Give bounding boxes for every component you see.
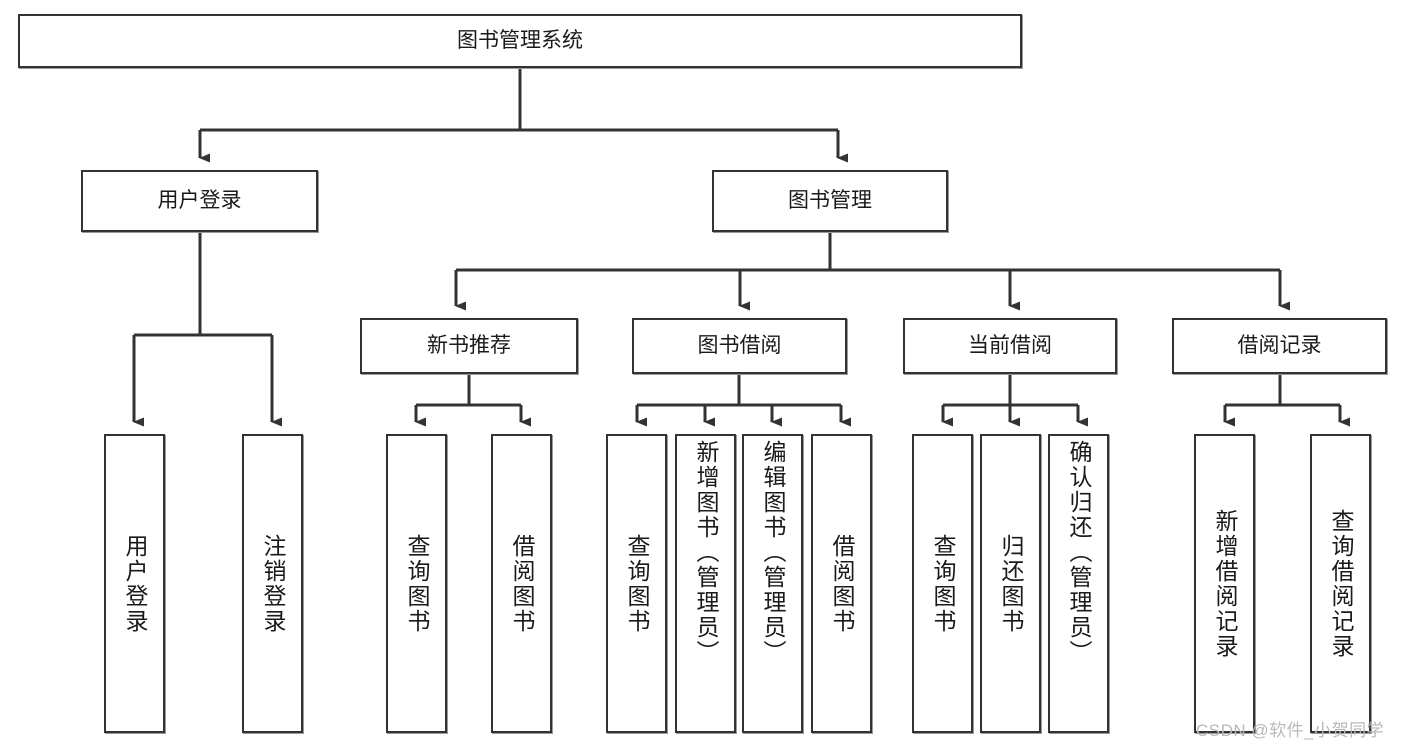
leaf-borrow-borrow-book[interactable]: 借阅图书: [811, 434, 872, 733]
leaf-records-add-record[interactable]: 新增借阅记录: [1194, 434, 1255, 733]
leaf-borrow-edit-book[interactable]: 编辑图书（管理员）: [742, 434, 803, 733]
node-user-login[interactable]: 用户登录: [81, 170, 318, 232]
leaf-borrow-query-book-label: 查询图书: [624, 533, 650, 634]
leaf-current-return-book[interactable]: 归还图书: [980, 434, 1041, 733]
node-root-label: 图书管理系统: [457, 28, 583, 52]
node-root[interactable]: 图书管理系统: [18, 14, 1022, 68]
node-user-login-label: 用户登录: [157, 188, 242, 212]
leaf-records-query-record-label: 查询借阅记录: [1328, 508, 1354, 659]
leaf-recommend-borrow-book[interactable]: 借阅图书: [491, 434, 552, 733]
leaf-current-confirm-return-label: 确认归还（管理员）: [1066, 440, 1092, 665]
leaf-records-add-record-label: 新增借阅记录: [1212, 508, 1238, 659]
node-borrow-records[interactable]: 借阅记录: [1172, 318, 1387, 374]
leaf-current-confirm-return[interactable]: 确认归还（管理员）: [1048, 434, 1109, 733]
node-current-borrow[interactable]: 当前借阅: [903, 318, 1117, 374]
watermark-text: CSDN @软件_小贺同学: [1196, 721, 1385, 740]
leaf-borrow-edit-book-label: 编辑图书（管理员）: [760, 440, 786, 665]
leaf-borrow-add-book[interactable]: 新增图书（管理员）: [675, 434, 736, 733]
leaf-borrow-borrow-book-label: 借阅图书: [829, 533, 855, 634]
node-book-borrow[interactable]: 图书借阅: [632, 318, 847, 374]
leaf-user-login-signout[interactable]: 注销登录: [242, 434, 303, 733]
node-book-management-label: 图书管理: [788, 188, 872, 212]
node-borrow-records-label: 借阅记录: [1237, 333, 1322, 357]
leaf-borrow-add-book-label: 新增图书（管理员）: [693, 440, 719, 665]
leaf-borrow-query-book[interactable]: 查询图书: [606, 434, 667, 733]
leaf-user-login-signin-label: 用户登录: [122, 533, 148, 634]
leaf-current-query-book[interactable]: 查询图书: [912, 434, 973, 733]
leaf-records-query-record[interactable]: 查询借阅记录: [1310, 434, 1371, 733]
node-book-borrow-label: 图书借阅: [697, 333, 782, 357]
leaf-current-query-book-label: 查询图书: [930, 533, 956, 634]
leaf-current-return-book-label: 归还图书: [998, 533, 1024, 634]
node-book-management[interactable]: 图书管理: [712, 170, 948, 232]
node-new-book-recommend-label: 新书推荐: [427, 333, 511, 357]
leaf-user-login-signout-label: 注销登录: [260, 533, 286, 634]
node-new-book-recommend[interactable]: 新书推荐: [360, 318, 578, 374]
node-current-borrow-label: 当前借阅: [968, 333, 1052, 357]
leaf-recommend-borrow-book-label: 借阅图书: [509, 533, 535, 634]
leaf-recommend-query-book-label: 查询图书: [404, 533, 430, 634]
leaf-user-login-signin[interactable]: 用户登录: [104, 434, 165, 733]
leaf-recommend-query-book[interactable]: 查询图书: [386, 434, 447, 733]
